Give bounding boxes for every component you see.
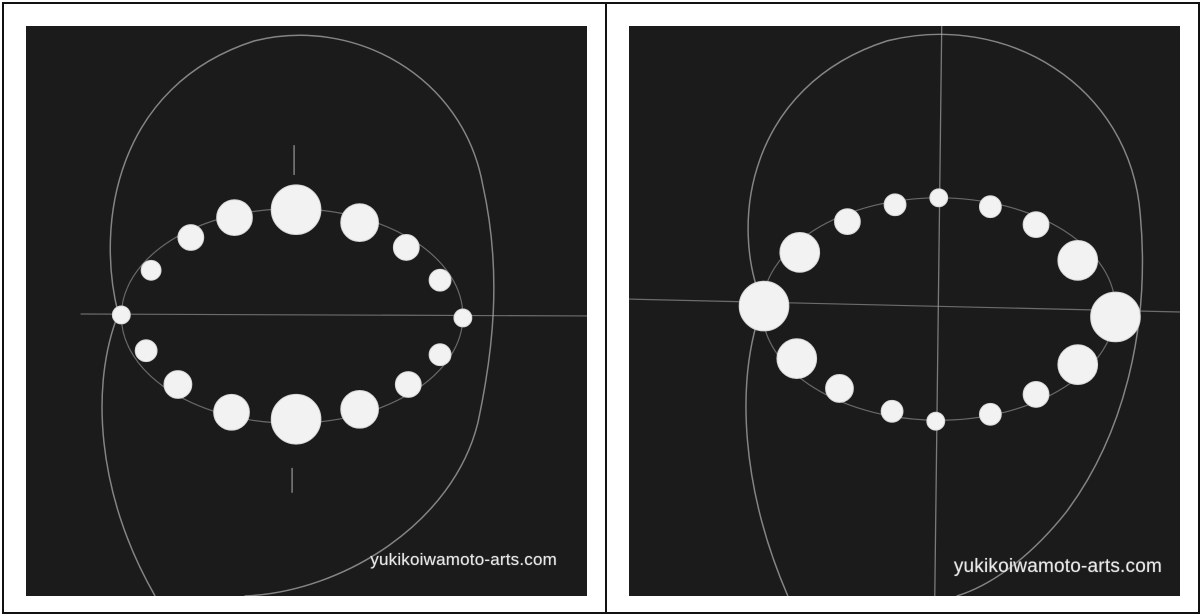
dot: [881, 400, 903, 422]
dot: [429, 344, 451, 366]
dot: [1091, 292, 1141, 342]
dot: [135, 340, 157, 362]
dot: [178, 225, 204, 251]
outer-curve: [746, 34, 1142, 596]
dot: [395, 372, 421, 398]
dot: [217, 200, 253, 236]
watermark-text: yukikoiwamoto-arts.com: [370, 550, 557, 570]
watermark-text: yukikoiwamoto-arts.com: [954, 556, 1162, 578]
right-drawing: [629, 26, 1180, 596]
dot: [164, 371, 192, 399]
dot: [1023, 382, 1049, 408]
dot: [835, 209, 861, 235]
dot: [454, 309, 472, 327]
dot: [930, 189, 948, 207]
dot: [341, 390, 379, 428]
dot: [271, 394, 321, 444]
right-artwork: yukikoiwamoto-arts.com: [629, 26, 1180, 596]
vertical-guide-line: [935, 26, 942, 596]
left-panel: yukikoiwamoto-arts.com: [2, 2, 607, 614]
right-panel: yukikoiwamoto-arts.com: [605, 2, 1200, 614]
dot: [927, 412, 945, 430]
dot: [777, 339, 817, 379]
dot: [1023, 212, 1049, 238]
dot: [979, 403, 1001, 425]
dot: [884, 194, 906, 216]
dot: [429, 269, 451, 291]
left-drawing: [26, 26, 587, 596]
left-artwork: yukikoiwamoto-arts.com: [26, 26, 587, 596]
dot: [780, 233, 820, 273]
dot: [393, 235, 419, 261]
dot: [271, 185, 321, 235]
dot: [341, 204, 379, 242]
dot: [826, 375, 854, 403]
dot: [141, 260, 161, 280]
dot: [112, 306, 130, 324]
dot: [1058, 345, 1098, 385]
dot: [739, 281, 789, 331]
dot: [1058, 240, 1098, 280]
horizontal-guide-line: [81, 314, 587, 316]
dot: [979, 196, 1001, 218]
dot: [214, 394, 250, 430]
